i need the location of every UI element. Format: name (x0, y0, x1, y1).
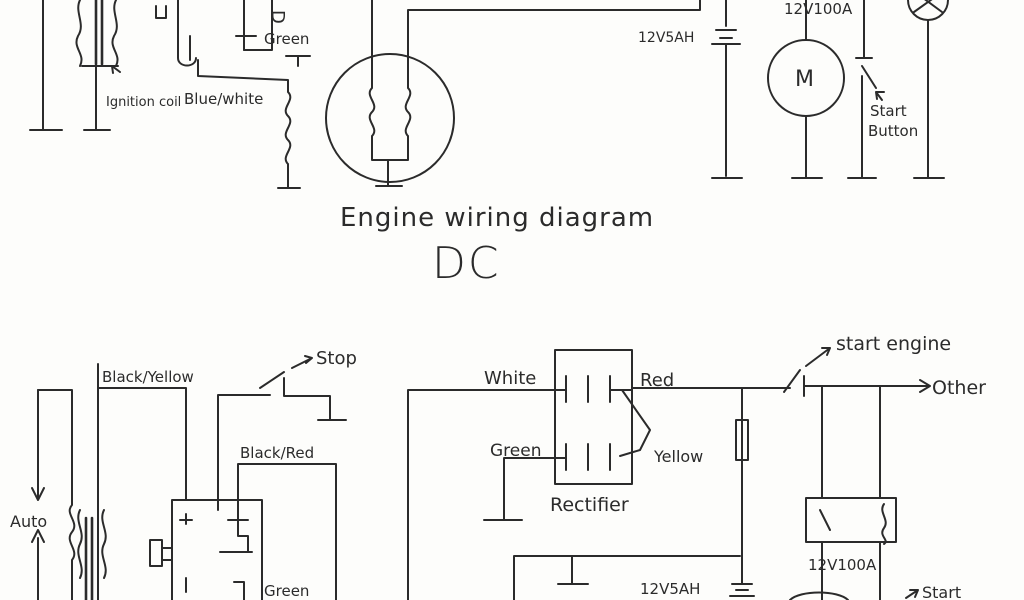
auto-choke-right (37, 389, 76, 600)
diagram-title: Engine wiring diagram (340, 203, 654, 233)
caption: Engine wiring diagram DC (340, 203, 654, 289)
stop-pointer (291, 355, 313, 369)
bottom-relay-label: 12V100A (808, 556, 877, 574)
red-wire (631, 387, 771, 557)
bottom-relay-internals (819, 385, 887, 600)
green-rect-label: Green (490, 441, 541, 461)
top-letter-d: D (267, 10, 288, 24)
green-left-label: Green (264, 582, 309, 600)
black-red-wire (237, 463, 337, 600)
green-rect-wire (483, 457, 567, 521)
white-label: White (484, 368, 536, 389)
top-start-button-label: Start Button (868, 102, 918, 140)
top-blue-white-wire (197, 59, 301, 189)
top-coil-pointer (111, 65, 121, 74)
top-blue-white-label: Blue/white (184, 90, 263, 108)
rectifier-box (554, 349, 633, 485)
top-diagram: D Green Ignition coil Blue/white 12V5AH … (29, 0, 949, 189)
other-label: Other (932, 377, 986, 399)
diagram-subtitle: DC (432, 238, 501, 289)
bottom-cdi-internals (179, 513, 253, 600)
rectifier-diodes (565, 375, 651, 471)
top-coil-winding (75, 0, 119, 67)
top-magneto-leads (371, 0, 701, 187)
black-yellow-label: Black/Yellow (102, 368, 194, 386)
top-magneto (325, 53, 455, 183)
start-engine-label: start engine (836, 333, 951, 355)
fuse (735, 419, 749, 461)
auto-label: Auto (10, 512, 47, 531)
start-engine-switch (769, 369, 917, 397)
top-coil-left-wire (29, 0, 63, 131)
stop-switch (217, 371, 347, 511)
top-cdi-switch (189, 35, 257, 61)
top-battery-label: 12V5AH (638, 30, 694, 46)
bottom-start-pointer (905, 589, 919, 599)
top-start-pointer (875, 91, 885, 101)
top-magneto-coils (368, 59, 412, 161)
stop-label: Stop (316, 348, 357, 369)
top-button-word: Button (868, 122, 918, 140)
top-motor-wires (791, 0, 823, 179)
rectifier-ground (513, 555, 741, 600)
bottom-battery-label: 12V5AH (640, 580, 700, 598)
other-arrow (915, 379, 931, 393)
top-relay-label: 12V100A (784, 0, 853, 18)
top-cdi-ground (285, 55, 311, 67)
bottom-diagram: Black/Yellow Stop Black/Red Auto Green W… (10, 333, 986, 600)
yellow-label: Yellow (653, 447, 703, 466)
top-motor-label: M (795, 67, 814, 92)
bottom-start-label: Start (922, 583, 961, 600)
start-engine-pointer (805, 347, 831, 367)
bottom-relay (805, 497, 897, 543)
black-yellow-wire (97, 387, 187, 501)
top-coil-core (94, 0, 104, 66)
top-green-label: Green (264, 30, 309, 48)
top-coil-base (81, 65, 115, 131)
auto-choke-left (31, 389, 45, 600)
white-wire (407, 389, 567, 600)
bottom-coil-core (84, 516, 94, 600)
top-ignition-coil-label: Ignition coil (106, 95, 181, 110)
bottom-battery (729, 555, 755, 597)
top-start-word: Start (870, 102, 907, 120)
bottom-coil-winding (77, 363, 107, 600)
bottom-motor-top (789, 591, 849, 600)
top-lamp-cross (913, 0, 945, 179)
top-start-button (847, 0, 877, 179)
red-label: Red (640, 370, 674, 391)
top-cdi-box (155, 0, 273, 67)
bottom-cdi-box (149, 499, 263, 600)
black-red-label: Black/Red (240, 444, 314, 462)
top-battery-wire (711, 0, 743, 179)
rectifier-label: Rectifier (550, 494, 629, 516)
